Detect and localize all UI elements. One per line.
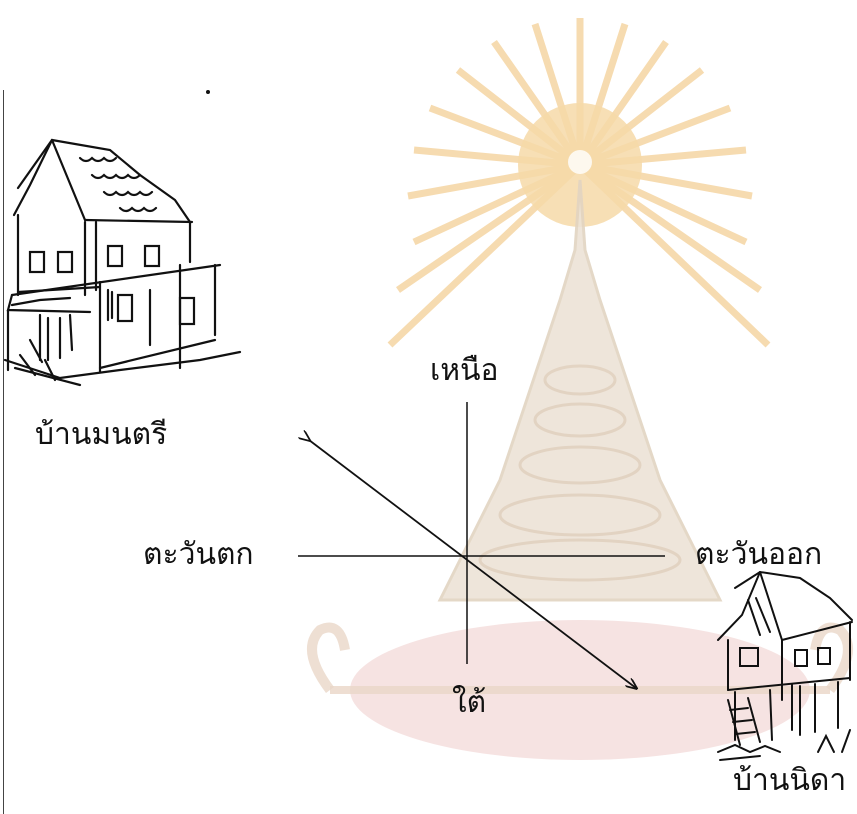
label-west: ตะวันตก [143, 537, 254, 572]
label-house-right: บ้านนิดา [733, 763, 847, 798]
left-margin-line [3, 90, 4, 814]
label-east: ตะวันออก [695, 537, 823, 572]
label-house-left: บ้านมนตรี [35, 417, 168, 452]
label-north: เหนือ [430, 353, 499, 388]
direction-arrow [309, 440, 636, 688]
label-south: ใต้ [452, 685, 487, 720]
